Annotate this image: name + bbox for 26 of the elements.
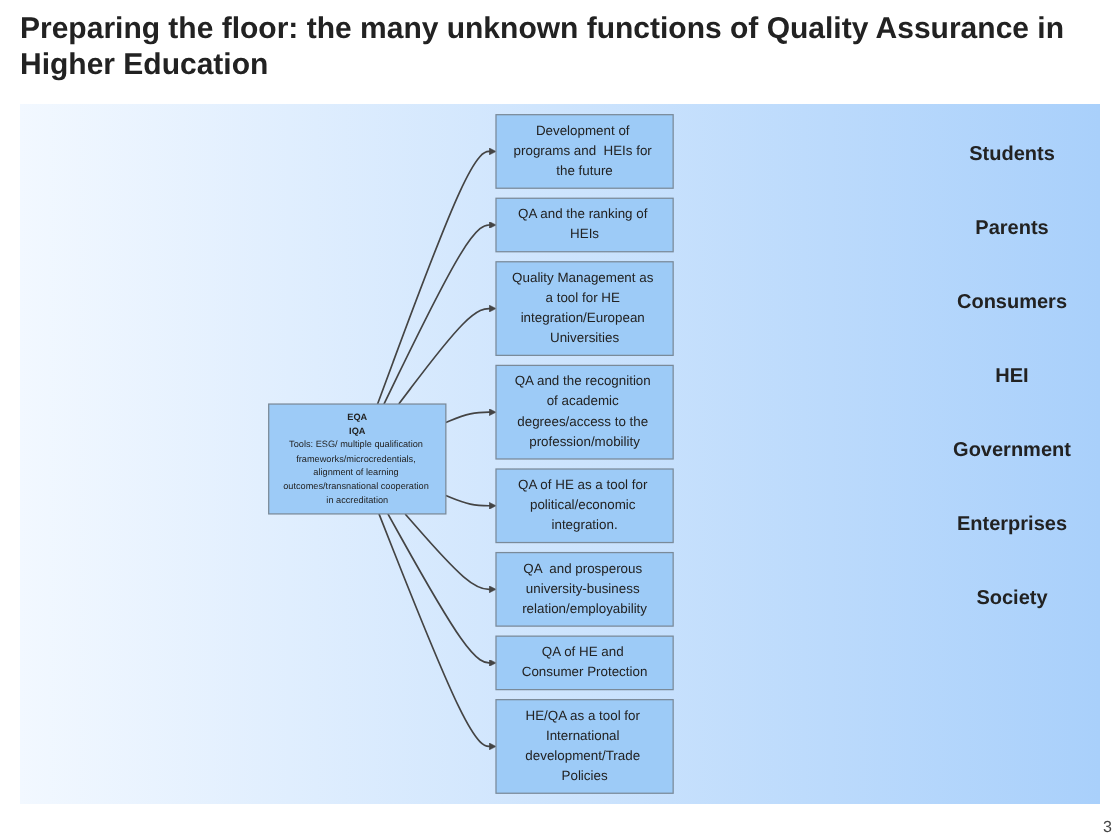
arrow [386, 513, 496, 667]
stakeholder-label: Government [953, 440, 1071, 462]
node-box [494, 699, 673, 794]
arrow [444, 494, 496, 510]
node-box [494, 364, 673, 460]
arrow [444, 408, 496, 424]
arrow [375, 147, 496, 405]
page-number: 3 [1103, 818, 1112, 836]
stakeholder-label: Enterprises [956, 514, 1068, 536]
arrow [397, 304, 496, 405]
stakeholder-label: Society [976, 588, 1048, 610]
node-box [494, 197, 673, 253]
node-box [494, 468, 673, 544]
arrow [377, 513, 496, 751]
node-box [494, 261, 673, 356]
stakeholder-label: Consumers [956, 292, 1067, 314]
node-box [494, 635, 673, 691]
arrow [382, 221, 496, 405]
slide-title: Preparing the floor: the many unknown functions of Quality Assurance in Higher Education [20, 12, 1066, 84]
stakeholder-label: Parents [975, 218, 1049, 240]
node-box [494, 552, 673, 627]
stakeholder-label: Students [969, 144, 1055, 166]
stakeholder-label: HEI [995, 366, 1029, 388]
arrow [403, 513, 496, 594]
node-box [494, 114, 673, 189]
node-box [267, 403, 446, 515]
